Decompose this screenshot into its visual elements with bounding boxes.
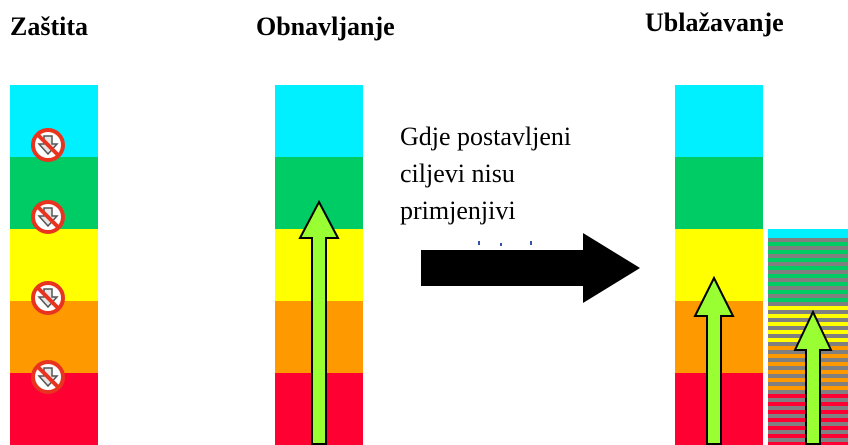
status-band-2: [675, 157, 763, 229]
heading-mitigation: Ublažavanje: [645, 8, 784, 37]
no-downgrade-icon: [31, 281, 65, 315]
faint-marks: [478, 241, 532, 246]
status-band-1: [275, 85, 363, 157]
up-arrow-icon: [693, 275, 735, 445]
up-arrow-icon: [298, 199, 340, 445]
heading-restoration: Obnavljanje: [256, 12, 395, 41]
annotation-line-1: Gdje postavljeni: [400, 122, 572, 151]
not-applicable-annotation: Gdje postavljeni ciljevi nisu primjenjiv…: [400, 118, 571, 229]
annotation-line-2: ciljevi nisu: [400, 159, 515, 188]
up-arrow-icon: [793, 309, 833, 445]
heading-protection: Zaštita: [10, 12, 88, 41]
no-downgrade-icon: [31, 360, 65, 394]
annotation-line-3: primjenjivi: [400, 196, 516, 225]
no-downgrade-icon: [31, 128, 65, 162]
status-band-1: [675, 85, 763, 157]
right-arrow-icon: [421, 233, 640, 303]
no-downgrade-icon: [31, 200, 65, 234]
